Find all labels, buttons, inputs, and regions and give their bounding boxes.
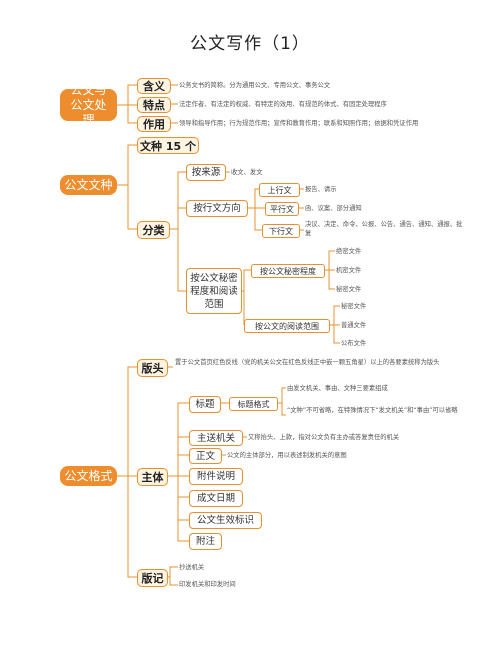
node-shengxiao: 公文生效标识 xyxy=(189,512,262,529)
node-by-direction: 按行文方向 xyxy=(186,200,248,217)
read-item: 普通文件 xyxy=(341,322,367,329)
node-by-secret: 按公文秘密程度和阅读范围 xyxy=(186,268,242,314)
biaoti-text-1: 由发文机关、事由、文种三要素组成 xyxy=(287,385,388,392)
root-node-gongwen-chuli: 公文与公文处理 xyxy=(60,83,117,127)
hanyi-text: 公务文书的简称。分为通用公文、专用公文、事务公文 xyxy=(179,82,331,89)
node-zhengwen: 正文 xyxy=(189,448,222,464)
node-shangxing: 上行文 xyxy=(259,183,300,197)
node-bantou: 版头 xyxy=(137,359,168,377)
root-label: 公文与公文处理 xyxy=(70,82,107,127)
node-chengwen: 成文日期 xyxy=(189,490,243,507)
node-biaoti: 标题 xyxy=(189,396,221,413)
node-hanyi: 含义 xyxy=(137,78,171,94)
secret-item: 机密文件 xyxy=(336,267,362,274)
xiaxing-text: 决议、决定、命令、公报、公告、通告、通知、通报、批复 xyxy=(305,221,463,237)
root-node-gongwen-geshi: 公文格式 xyxy=(60,466,117,486)
node-zuoyong: 作用 xyxy=(137,116,171,132)
node-tedian: 特点 xyxy=(137,97,171,113)
node-zhuti: 主体 xyxy=(137,468,168,486)
node-read-range: 按公文的阅读范围 xyxy=(244,319,330,333)
root-node-gongwen-wenzhong: 公文文种 xyxy=(60,175,117,195)
read-item: 秘密文件 xyxy=(341,303,367,310)
tedian-text: 法定作者、有法定的权威、有特定的效用、有规范的体式、有固定处理程序 xyxy=(179,101,387,108)
secret-item: 秘密文件 xyxy=(336,286,362,293)
banji-item: 抄送机关 xyxy=(179,564,205,571)
node-fuzhu: 附注 xyxy=(189,533,222,550)
root-label: 公文格式 xyxy=(64,468,113,483)
bantou-text: 置于公文首页红色反线（党的机关公文在红色反线正中嵌一颗五角星）以上的各要素统称为… xyxy=(175,359,440,366)
node-pingxing: 平行文 xyxy=(265,202,299,216)
root-label: 公文文种 xyxy=(64,177,113,192)
banji-item: 印发机关和印发时间 xyxy=(179,581,236,588)
shangxing-text: 报告、请示 xyxy=(305,186,337,193)
node-biaoti-geshi: 标题格式 xyxy=(229,397,278,411)
biaoti-text-2: “文种”不可省略，在特殊情况下“发文机关”和“事由”可以省略 xyxy=(287,407,458,414)
zhusong-text: 又称抬头、上款，指对公文负有主办或答复责任的机关 xyxy=(248,434,400,441)
node-banji: 版记 xyxy=(137,569,168,587)
secret-item: 绝密文件 xyxy=(336,248,362,255)
read-item: 公布文件 xyxy=(341,340,367,347)
node-fenlei: 分类 xyxy=(137,221,170,239)
zuoyong-text: 领导和指导作用；行为规范作用；宣传和教育作用；联系和知照作用；依据和凭证作用 xyxy=(179,120,419,127)
node-zhusong: 主送机关 xyxy=(189,430,243,446)
node-secret-level: 按公文秘密程度 xyxy=(251,264,325,278)
node-fujian: 附件说明 xyxy=(189,468,243,485)
by-source-text: 收文、发文 xyxy=(231,169,263,176)
node-by-source: 按来源 xyxy=(186,164,226,181)
zhengwen-text: 公文的主体部分，用以表述制发机关的意图 xyxy=(227,452,347,459)
pingxing-text: 函、议案、部分通知 xyxy=(305,205,362,212)
node-wenzhong-count: 文种 15 个 xyxy=(137,137,199,154)
page-title: 公文写作（1） xyxy=(190,34,310,54)
node-xiaxing: 下行文 xyxy=(262,224,300,238)
